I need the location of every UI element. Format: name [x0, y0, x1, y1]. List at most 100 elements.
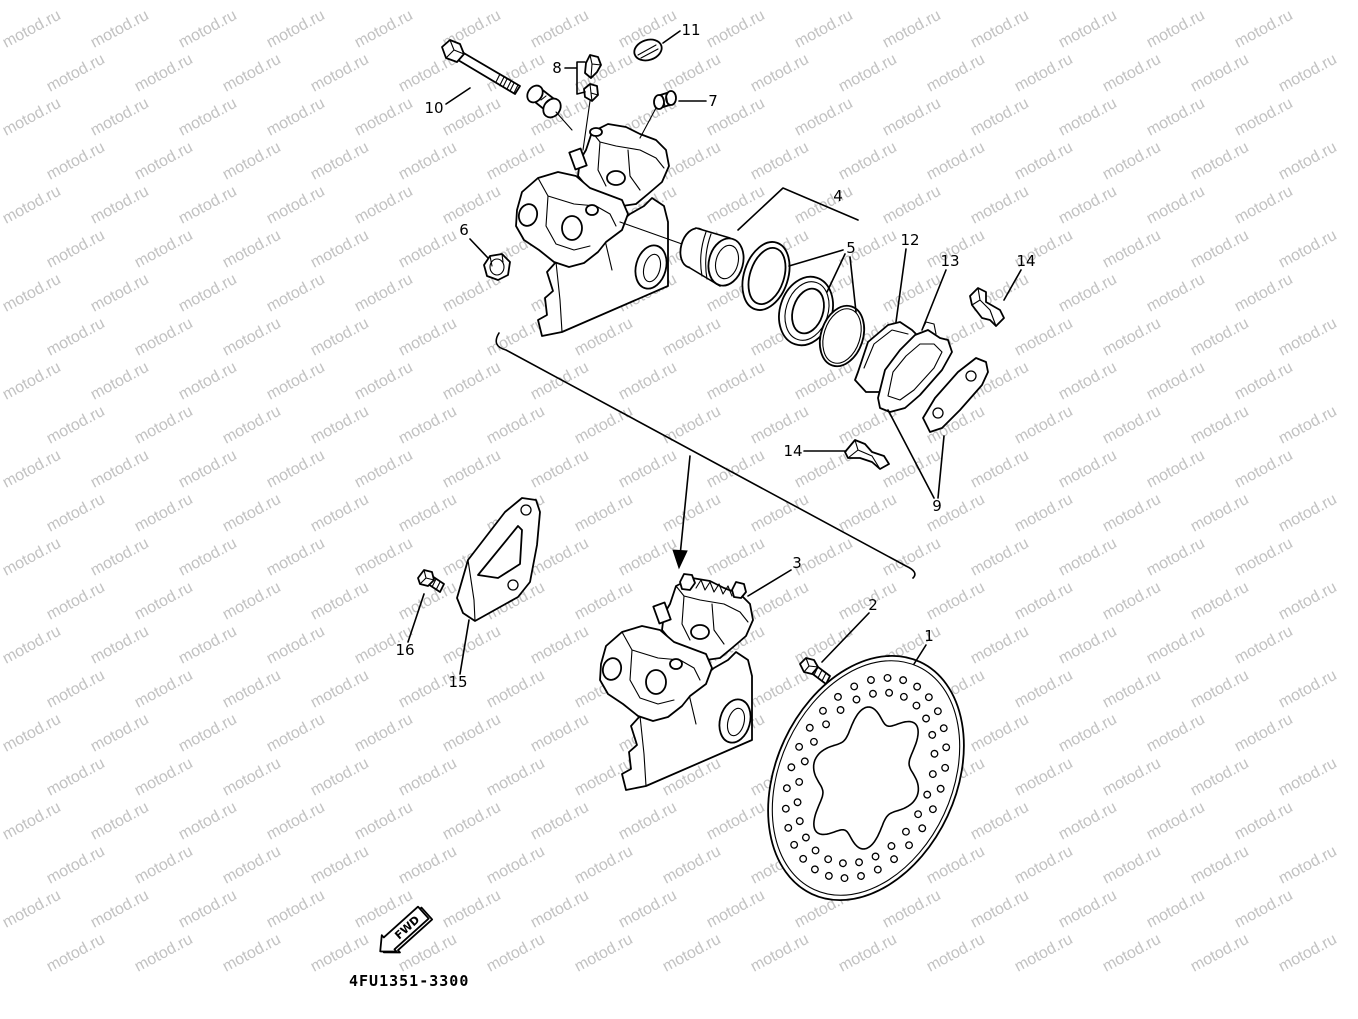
watermark-text: motod.ru	[88, 95, 152, 140]
watermark-text: motod.ru	[176, 711, 240, 756]
caliper-bore	[690, 624, 710, 640]
watermark-text: motod.ru	[0, 447, 64, 492]
watermark-text: motod.ru	[132, 227, 196, 272]
watermark-text: motod.ru	[88, 7, 152, 52]
watermark-text: motod.ru	[660, 139, 724, 184]
watermark-text: motod.ru	[88, 183, 152, 228]
watermark-text: motod.ru	[396, 139, 460, 184]
watermark-text: motod.ru	[176, 359, 240, 404]
watermark-text: motod.ru	[836, 139, 900, 184]
caliper-bore	[601, 657, 623, 681]
watermark-text: motod.ru	[1188, 227, 1252, 272]
disc-vent-hole	[838, 859, 847, 868]
watermark-text: motod.ru	[924, 843, 988, 888]
watermark-text: motod.ru	[1056, 535, 1120, 580]
watermark-text: motod.ru	[1188, 931, 1252, 976]
watermark-text: motod.ru	[1144, 359, 1208, 404]
pad-spring-clip-14-lower	[844, 439, 890, 470]
watermark-text: motod.ru	[1144, 271, 1208, 316]
disc-vent-hole	[781, 804, 790, 813]
pad-spring-clip-14-upper	[969, 287, 1005, 327]
watermark-text: motod.ru	[1144, 183, 1208, 228]
watermark-text: motod.ru	[1276, 667, 1340, 712]
watermark-text: motod.ru	[1232, 711, 1296, 756]
callout-13: 13	[940, 252, 959, 270]
disc-vent-hole	[899, 676, 908, 685]
watermark-text: motod.ru	[1144, 7, 1208, 52]
watermark-text: motod.ru	[968, 183, 1032, 228]
watermark-text: motod.ru	[1144, 623, 1208, 668]
watermark-text: motod.ru	[880, 183, 944, 228]
watermark-text: motod.ru	[352, 271, 416, 316]
leader-line-3	[747, 569, 792, 597]
callout-4: 4	[833, 187, 843, 205]
disc-vent-hole	[873, 865, 882, 874]
watermark-text: motod.ru	[1012, 315, 1076, 360]
watermark-text: motod.ru	[264, 799, 328, 844]
watermark-text: motod.ru	[1100, 491, 1164, 536]
watermark-text: motod.ru	[0, 623, 64, 668]
watermark-text: motod.ru	[44, 579, 108, 624]
watermark-text: motod.ru	[396, 491, 460, 536]
watermark-text: motod.ru	[968, 799, 1032, 844]
disc-rim-line	[771, 660, 961, 896]
watermark-text: motod.ru	[220, 315, 284, 360]
watermark-text: motod.ru	[660, 403, 724, 448]
leader-line-16	[407, 593, 425, 643]
disc-vent-hole	[834, 692, 842, 701]
watermark-text: motod.ru	[220, 843, 284, 888]
watermark-text: motod.ru	[1232, 447, 1296, 492]
watermark-text: motod.ru	[44, 227, 108, 272]
watermark-text: motod.ru	[484, 403, 548, 448]
disc-vent-hole	[928, 770, 937, 779]
watermark-text: motod.ru	[176, 271, 240, 316]
disc-vent-hole	[799, 854, 808, 863]
bleed-screw-8	[583, 54, 602, 102]
watermark-text: motod.ru	[264, 711, 328, 756]
watermark-text: motod.ru	[308, 227, 372, 272]
watermark-text: motod.ru	[528, 7, 592, 52]
watermark-text: motod.ru	[968, 623, 1032, 668]
piston-4	[679, 227, 745, 287]
watermark-text: motod.ru	[44, 843, 108, 888]
callout-8: 8	[552, 59, 562, 77]
watermark-text: motod.ru	[1012, 755, 1076, 800]
disc-vent-hole	[852, 695, 861, 704]
leader-lines	[407, 30, 1022, 675]
watermark-text: motod.ru	[440, 359, 504, 404]
watermark-text: motod.ru	[1100, 403, 1164, 448]
watermark-text: motod.ru	[1276, 491, 1340, 536]
watermark-text: motod.ru	[1276, 579, 1340, 624]
caliper-port	[589, 127, 603, 137]
watermark-text: motod.ru	[1056, 359, 1120, 404]
watermark-text: motod.ru	[1144, 887, 1208, 932]
watermark-text: motod.ru	[440, 799, 504, 844]
watermark-text: motod.ru	[528, 359, 592, 404]
piston-seals-5	[741, 241, 866, 368]
brake-disc-1	[767, 655, 965, 901]
disc-vent-hole	[795, 742, 804, 751]
watermark-text: motod.ru	[1100, 139, 1164, 184]
watermark-text: motod.ru	[0, 711, 64, 756]
watermark-text: motod.ru	[308, 667, 372, 712]
watermark-text: motod.ru	[44, 491, 108, 536]
disc-vent-hole	[869, 689, 877, 698]
watermark-text: motod.ru	[88, 271, 152, 316]
caliper-bore	[645, 669, 667, 695]
pad-pin-boss	[669, 658, 683, 670]
watermark-text: motod.ru	[968, 535, 1032, 580]
callout-7: 7	[708, 92, 718, 110]
watermark-text: motod.ru	[308, 139, 372, 184]
watermark-text: motod.ru	[0, 95, 64, 140]
watermark-text: motod.ru	[572, 843, 636, 888]
watermark-text: motod.ru	[792, 359, 856, 404]
disc-vent-hole	[887, 842, 896, 850]
watermark-text: motod.ru	[528, 447, 592, 492]
watermark-text: motod.ru	[440, 711, 504, 756]
retaining-ring	[818, 304, 866, 368]
leader-line-14-upper	[1003, 269, 1022, 301]
watermark-text: motod.ru	[1232, 359, 1296, 404]
watermark-text: motod.ru	[1056, 271, 1120, 316]
